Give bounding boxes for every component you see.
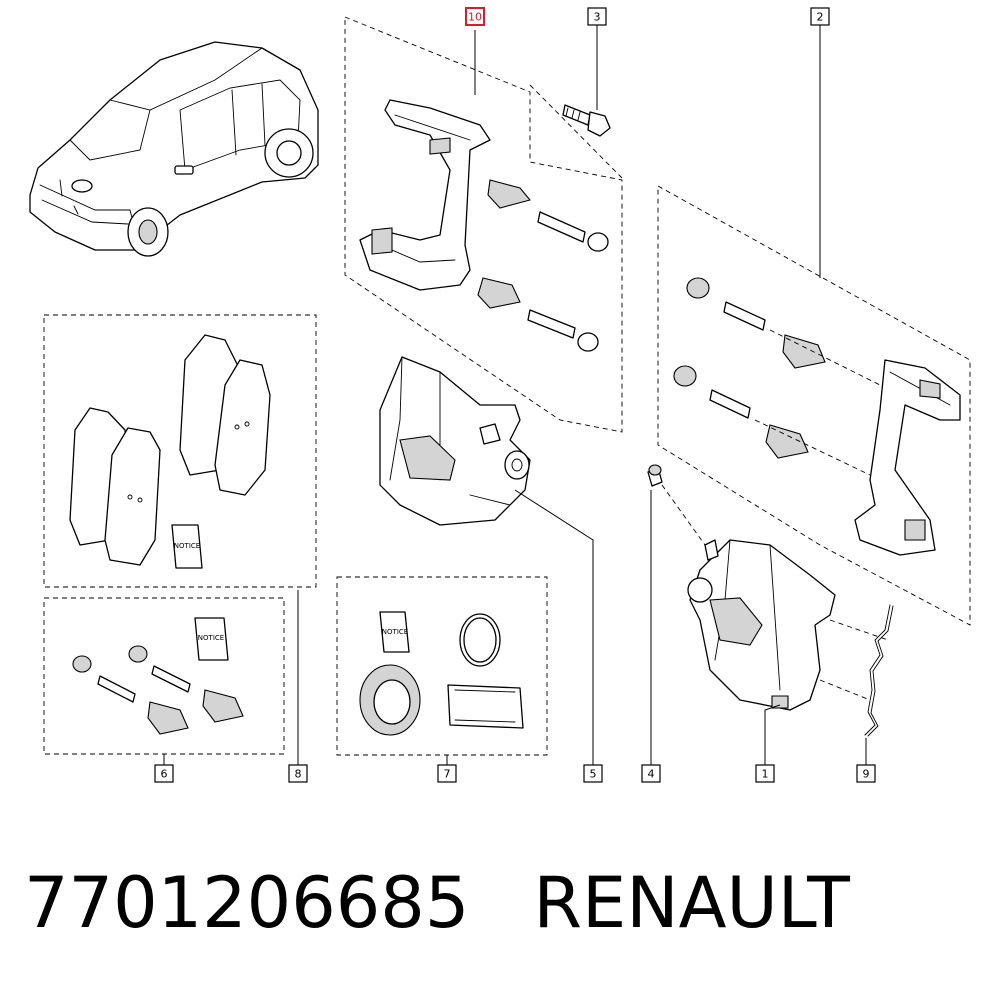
svg-text:7: 7 [444,768,451,781]
group-5-caliper [379,356,594,765]
part-number: 7701206685 [24,862,470,944]
callout-5[interactable]: 5 [583,764,603,783]
callout-4[interactable]: 4 [641,764,661,783]
callout-3[interactable]: 3 [587,7,607,26]
svg-text:6: 6 [161,768,168,781]
callout-7[interactable]: 7 [437,764,457,783]
notice-label-6: NOTICE [198,634,224,642]
car-illustration [29,41,319,257]
footer-caption: 7701206685 RENAULT [24,858,850,948]
svg-text:4: 4 [648,768,655,781]
svg-text:5: 5 [590,768,597,781]
parts-diagram: NOTICE NOTICE NOTICE [29,7,971,783]
callout-9[interactable]: 9 [856,764,876,783]
callout-6[interactable]: 6 [154,764,174,783]
group-10-bracket [344,16,623,433]
svg-text:8: 8 [295,768,302,781]
group-7-seal-kit: NOTICE [336,576,548,765]
group-8-brake-pads: NOTICE [43,314,317,765]
svg-text:10: 10 [468,11,482,24]
callouts: 10 3 2 6 8 7 5 4 [154,7,876,783]
group-1-caliper [687,539,836,765]
callout-1[interactable]: 1 [755,764,775,783]
group-4-bleed-screw [647,464,706,765]
svg-text:9: 9 [863,768,870,781]
callout-2[interactable]: 2 [810,7,830,26]
callout-8[interactable]: 8 [288,764,308,783]
group-6-guide-kit: NOTICE [43,597,285,765]
svg-text:3: 3 [594,11,601,24]
notice-booklet-8: NOTICE [171,524,203,569]
callout-10[interactable]: 10 [465,7,485,26]
group-3-bolt [529,25,623,179]
group-9-wear-sensor [819,604,894,765]
notice-booklet-7: NOTICE [379,611,410,653]
notice-booklet-6: NOTICE [194,617,229,661]
svg-text:2: 2 [817,11,824,24]
notice-label-8: NOTICE [174,542,200,550]
notice-label-7: NOTICE [382,628,408,636]
brand-name: RENAULT [533,862,850,944]
svg-text:1: 1 [762,768,769,781]
group-2-bracket [657,25,971,626]
